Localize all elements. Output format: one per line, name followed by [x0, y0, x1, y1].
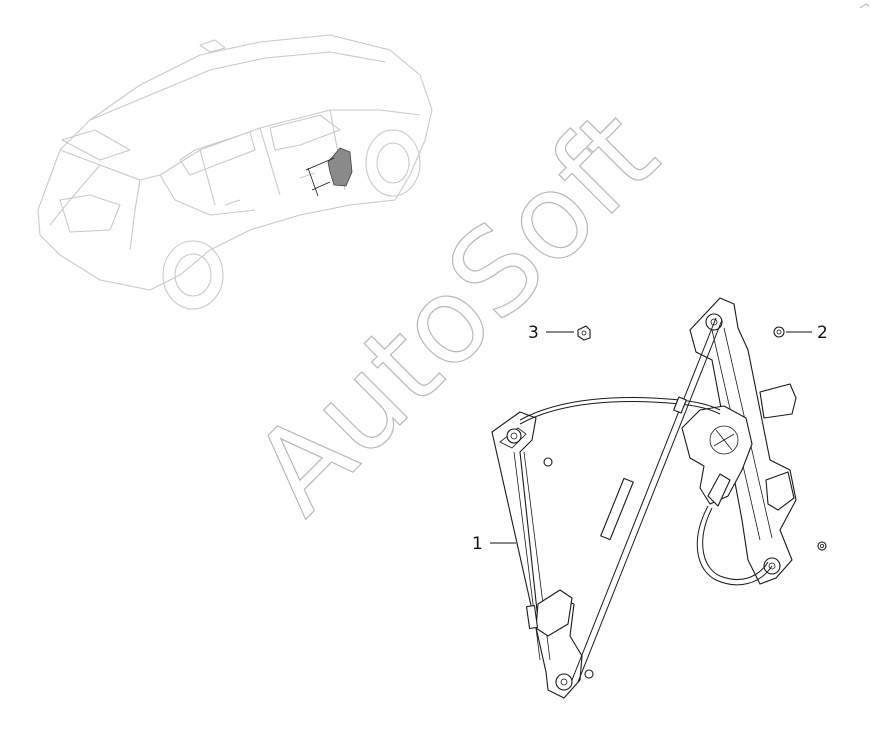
- regulator-cables: [519, 317, 773, 683]
- highlighted-regulator-location: [305, 147, 353, 197]
- vehicle-overview: [37, 34, 433, 310]
- callout-label-2: 2: [817, 323, 828, 343]
- watermark-text: AutoSoft: [227, 84, 683, 540]
- window-regulator-rail-right: [681, 297, 827, 585]
- window-regulator-rail-left: [491, 411, 594, 699]
- fastener-nut-2: [773, 326, 785, 338]
- corner-mark: [859, 3, 870, 9]
- callout-label-3: 3: [528, 323, 539, 343]
- fastener-bolt-3: [577, 325, 591, 341]
- callout-label-1: 1: [472, 534, 483, 554]
